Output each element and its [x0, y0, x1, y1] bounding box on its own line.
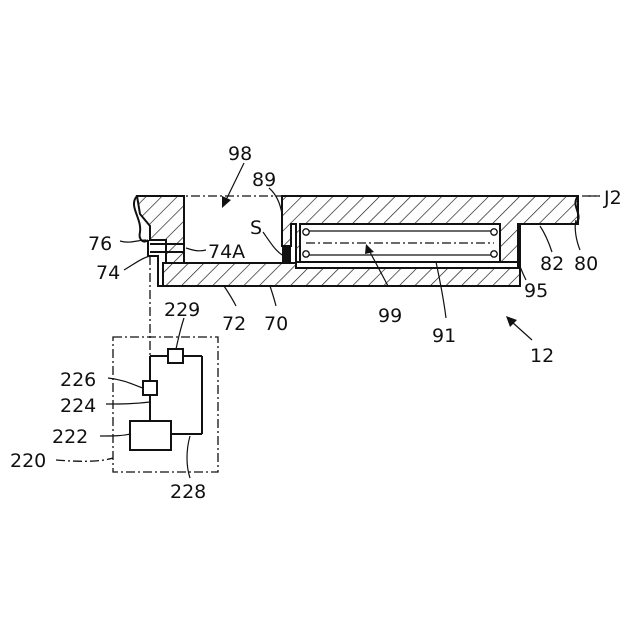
label-222: 222 — [52, 426, 88, 448]
label-99: 99 — [378, 305, 402, 327]
label-228: 228 — [170, 481, 206, 503]
label-74: 74 — [96, 262, 120, 284]
leader-229 — [176, 318, 184, 349]
label-12: 12 — [530, 345, 554, 367]
label-95: 95 — [524, 280, 548, 302]
leader-S — [263, 232, 284, 256]
label-220: 220 — [10, 450, 46, 472]
label-j2: J2 — [603, 187, 622, 209]
label-70: 70 — [264, 313, 288, 335]
label-89: 89 — [252, 169, 276, 191]
leader-70 — [270, 286, 276, 306]
label-98: 98 — [228, 143, 252, 165]
label-91: 91 — [432, 325, 456, 347]
leader-222 — [100, 434, 130, 436]
component-226 — [143, 381, 157, 395]
label-80: 80 — [574, 253, 598, 275]
label-76: 76 — [88, 233, 112, 255]
leader-220 — [56, 458, 113, 461]
leader-74a — [186, 248, 206, 251]
label-226: 226 — [60, 369, 96, 391]
bolt-bottom-right — [491, 251, 497, 257]
bolt-top-left — [303, 229, 309, 235]
leader-72 — [224, 286, 236, 306]
label-229: 229 — [164, 299, 200, 321]
label-72: 72 — [222, 313, 246, 335]
leader-89 — [269, 188, 282, 214]
leader-74 — [124, 256, 150, 270]
bolt-bottom-left — [303, 251, 309, 257]
component-222 — [130, 421, 171, 450]
bolt-top-right — [491, 229, 497, 235]
label-74a: 74A — [208, 241, 245, 263]
arrow-12 — [512, 322, 532, 340]
arrow-98 — [226, 163, 244, 200]
label-s: S — [250, 217, 262, 239]
label-224: 224 — [60, 395, 96, 417]
label-82: 82 — [540, 253, 564, 275]
component-229 — [168, 349, 183, 363]
leader-82 — [540, 226, 552, 252]
